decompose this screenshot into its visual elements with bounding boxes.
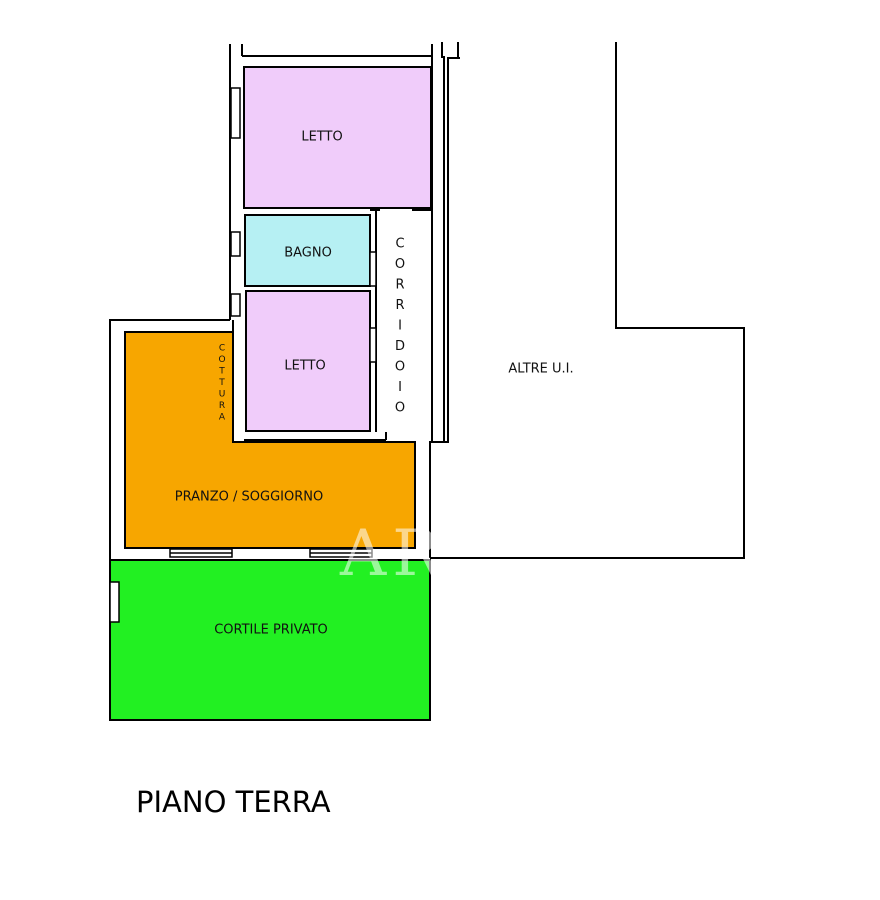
cottura-letter: O	[218, 355, 225, 365]
room-letto-1	[243, 66, 432, 209]
cottura-letter: T	[218, 378, 225, 388]
corridoio-letter: D	[395, 339, 405, 354]
cottura-letter: T	[218, 367, 225, 377]
watermark: AR	[339, 517, 446, 591]
altre-ui-area	[429, 42, 745, 559]
corridoio-letter: O	[395, 401, 405, 416]
room-bagno	[244, 214, 371, 287]
label-letto-1: LETTO	[301, 130, 342, 145]
corridoio-letter: O	[395, 360, 405, 375]
cottura-letter: U	[219, 390, 226, 400]
cottura-letter: R	[219, 401, 225, 411]
corridoio-letter: I	[398, 319, 402, 334]
corridoio-letter: I	[398, 380, 402, 395]
room-letto-2	[245, 290, 371, 432]
corridoio-letter: C	[395, 237, 404, 252]
label-pranzo-soggiorno: PRANZO / SOGGIORNO	[175, 490, 323, 505]
cottura-letter: A	[219, 413, 226, 423]
cottura-letter: C	[219, 344, 225, 354]
corridoio-letter: O	[395, 257, 405, 272]
internal-walls	[232, 209, 432, 441]
room-cortile-privato	[109, 559, 431, 721]
label-letto-2: LETTO	[284, 359, 325, 374]
corridoio-letter: R	[395, 278, 404, 293]
corridoio-letter: R	[395, 298, 404, 313]
label-cortile-privato: CORTILE PRIVATO	[214, 623, 328, 638]
label-bagno: BAGNO	[284, 246, 332, 261]
windows	[109, 87, 377, 623]
label-altre-ui: ALTRE U.I.	[508, 362, 573, 377]
floor-title: PIANO TERRA	[136, 785, 331, 819]
